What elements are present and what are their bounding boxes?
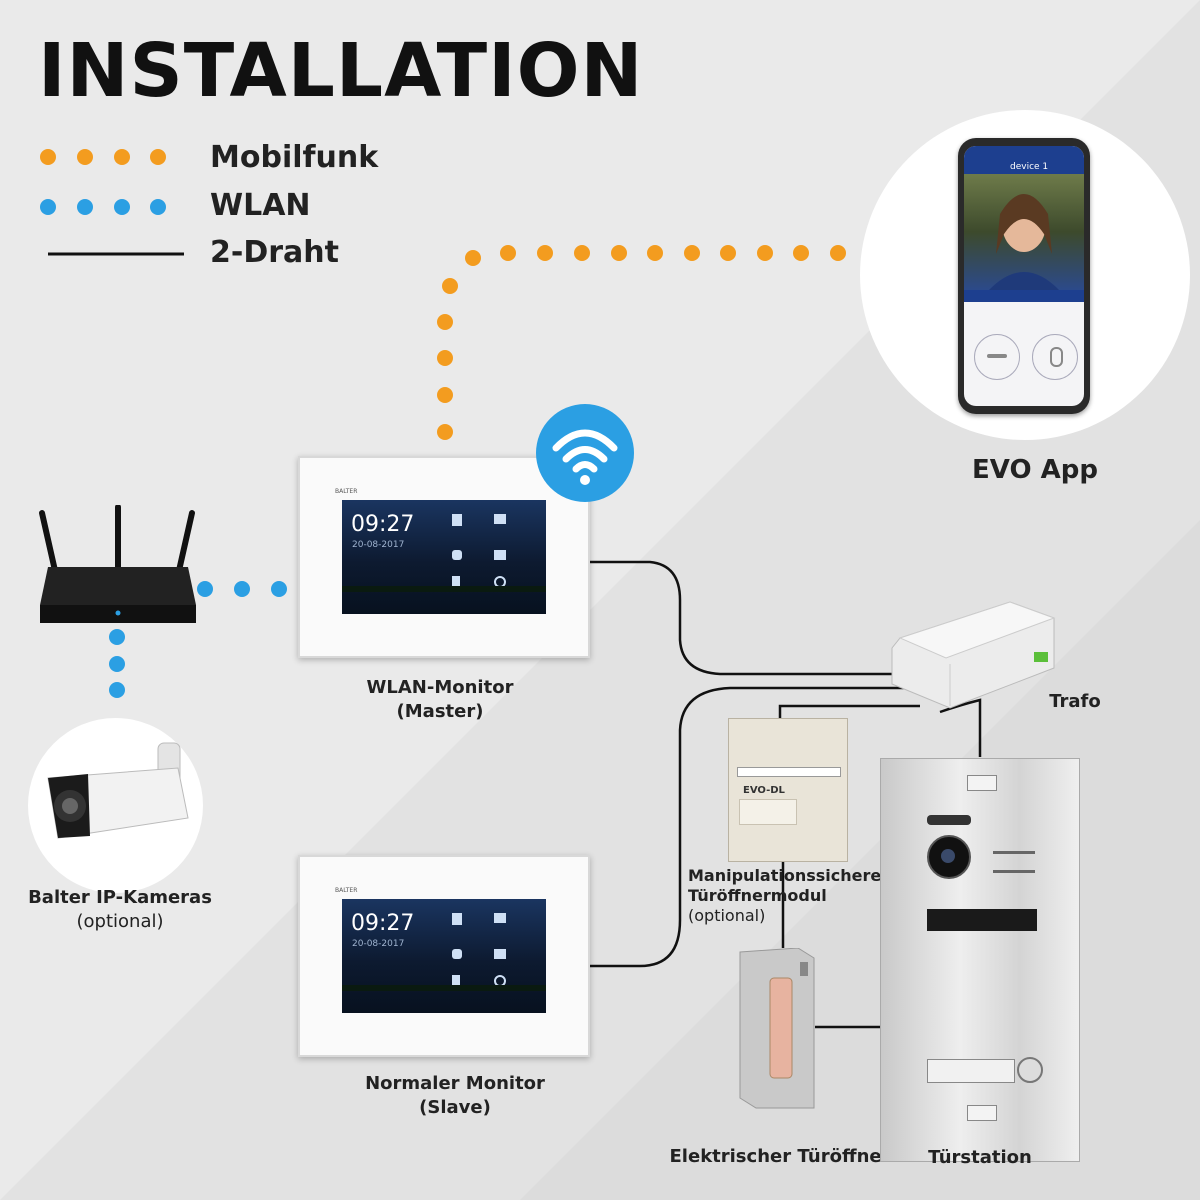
call-button[interactable]	[1017, 1057, 1043, 1083]
camera-lens	[927, 835, 971, 879]
ip-camera-circle	[28, 718, 203, 893]
ip-camera-icon	[47, 742, 189, 839]
talk-button[interactable]	[1032, 334, 1078, 380]
legend-mobilfunk-dots	[40, 149, 166, 165]
label-door-opener: Elektrischer Türöffner	[669, 1146, 891, 1167]
phone-video-feed	[964, 174, 1084, 290]
legend-wlan-dots	[40, 199, 166, 215]
module-label-plate	[739, 799, 797, 825]
label-door-station: Türstation	[928, 1147, 1032, 1168]
phone-toolbar	[964, 290, 1084, 302]
smartphone: device 1	[958, 138, 1090, 414]
label-wlan-monitor-role: (Master)	[396, 701, 484, 722]
module-terminal-strip	[737, 767, 841, 777]
name-plate	[927, 1059, 1015, 1083]
screen-icon-grid	[452, 514, 538, 594]
legend: Mobilfunk WLAN 2-Draht	[38, 138, 398, 278]
phone-screen: device 1	[964, 146, 1084, 406]
wlan-monitor: BALTER 09:27 20-08-2017	[298, 456, 590, 658]
screen-icon-grid	[452, 913, 538, 993]
label-ip-cameras-optional: (optional)	[76, 911, 164, 932]
monitor-brand-logo: BALTER	[335, 488, 358, 495]
microphone-icon	[1050, 347, 1063, 367]
screen-horizon	[342, 985, 546, 991]
label-evo-app: EVO App	[972, 455, 1098, 485]
module-name: EVO-DL	[743, 785, 785, 796]
legend-label-wlan: WLAN	[210, 188, 311, 223]
speaker-grille	[993, 851, 1035, 873]
legend-symbols	[40, 149, 184, 256]
screen-time: 09:27	[351, 911, 415, 936]
label-wlan-monitor: WLAN-Monitor (Master)	[340, 676, 540, 724]
phone-header-bar	[964, 146, 1084, 174]
monitor-screen: 09:27 20-08-2017	[342, 500, 546, 614]
key-icon	[987, 354, 1007, 358]
page-title: INSTALLATION	[38, 28, 644, 114]
door-station	[880, 758, 1080, 1162]
wifi-badge	[536, 404, 634, 502]
label-normal-monitor-name: Normaler Monitor	[365, 1073, 545, 1094]
monitor-screen: 09:27 20-08-2017	[342, 899, 546, 1013]
label-module-optional: (optional)	[688, 906, 766, 925]
wlan-connection	[109, 581, 287, 698]
legend-label-mobilfunk: Mobilfunk	[210, 140, 379, 175]
door-station-bottom-led	[967, 1105, 997, 1121]
label-normal-monitor-role: (Slave)	[419, 1097, 491, 1118]
monitor-brand-logo: BALTER	[335, 887, 358, 894]
door-station-top-led	[967, 775, 997, 791]
screen-sky	[342, 899, 546, 1013]
wifi-icon	[552, 429, 618, 485]
label-trafo: Trafo	[1049, 691, 1101, 712]
door-opener-module: EVO-DL	[728, 718, 848, 862]
normal-monitor: BALTER 09:27 20-08-2017	[298, 855, 590, 1057]
label-ip-cameras: Balter IP-Kameras (optional)	[20, 886, 220, 934]
camera-ir-leds	[927, 815, 971, 825]
screen-time: 09:27	[351, 512, 415, 537]
electric-door-opener	[738, 947, 816, 1110]
label-wlan-monitor-name: WLAN-Monitor	[366, 677, 514, 698]
phone-device-name: device 1	[1010, 162, 1049, 172]
label-ip-cameras-name: Balter IP-Kameras	[28, 887, 212, 908]
label-module-line2: Türöffnermodul	[688, 886, 827, 905]
screen-date: 20-08-2017	[352, 939, 405, 949]
label-normal-monitor: Normaler Monitor (Slave)	[345, 1072, 565, 1120]
wire-connections	[590, 560, 982, 1029]
legend-label-2draht: 2-Draht	[210, 235, 339, 270]
screen-sky	[342, 500, 546, 614]
rfid-display	[927, 909, 1037, 931]
wlan-router	[38, 504, 198, 630]
screen-horizon	[342, 586, 546, 592]
label-module: Manipulationssicherer Türöffnermodul (op…	[688, 866, 890, 926]
unlock-button[interactable]	[974, 334, 1020, 380]
trafo	[890, 598, 1058, 714]
screen-date: 20-08-2017	[352, 540, 405, 550]
label-module-line1: Manipulationssicherer	[688, 866, 890, 885]
